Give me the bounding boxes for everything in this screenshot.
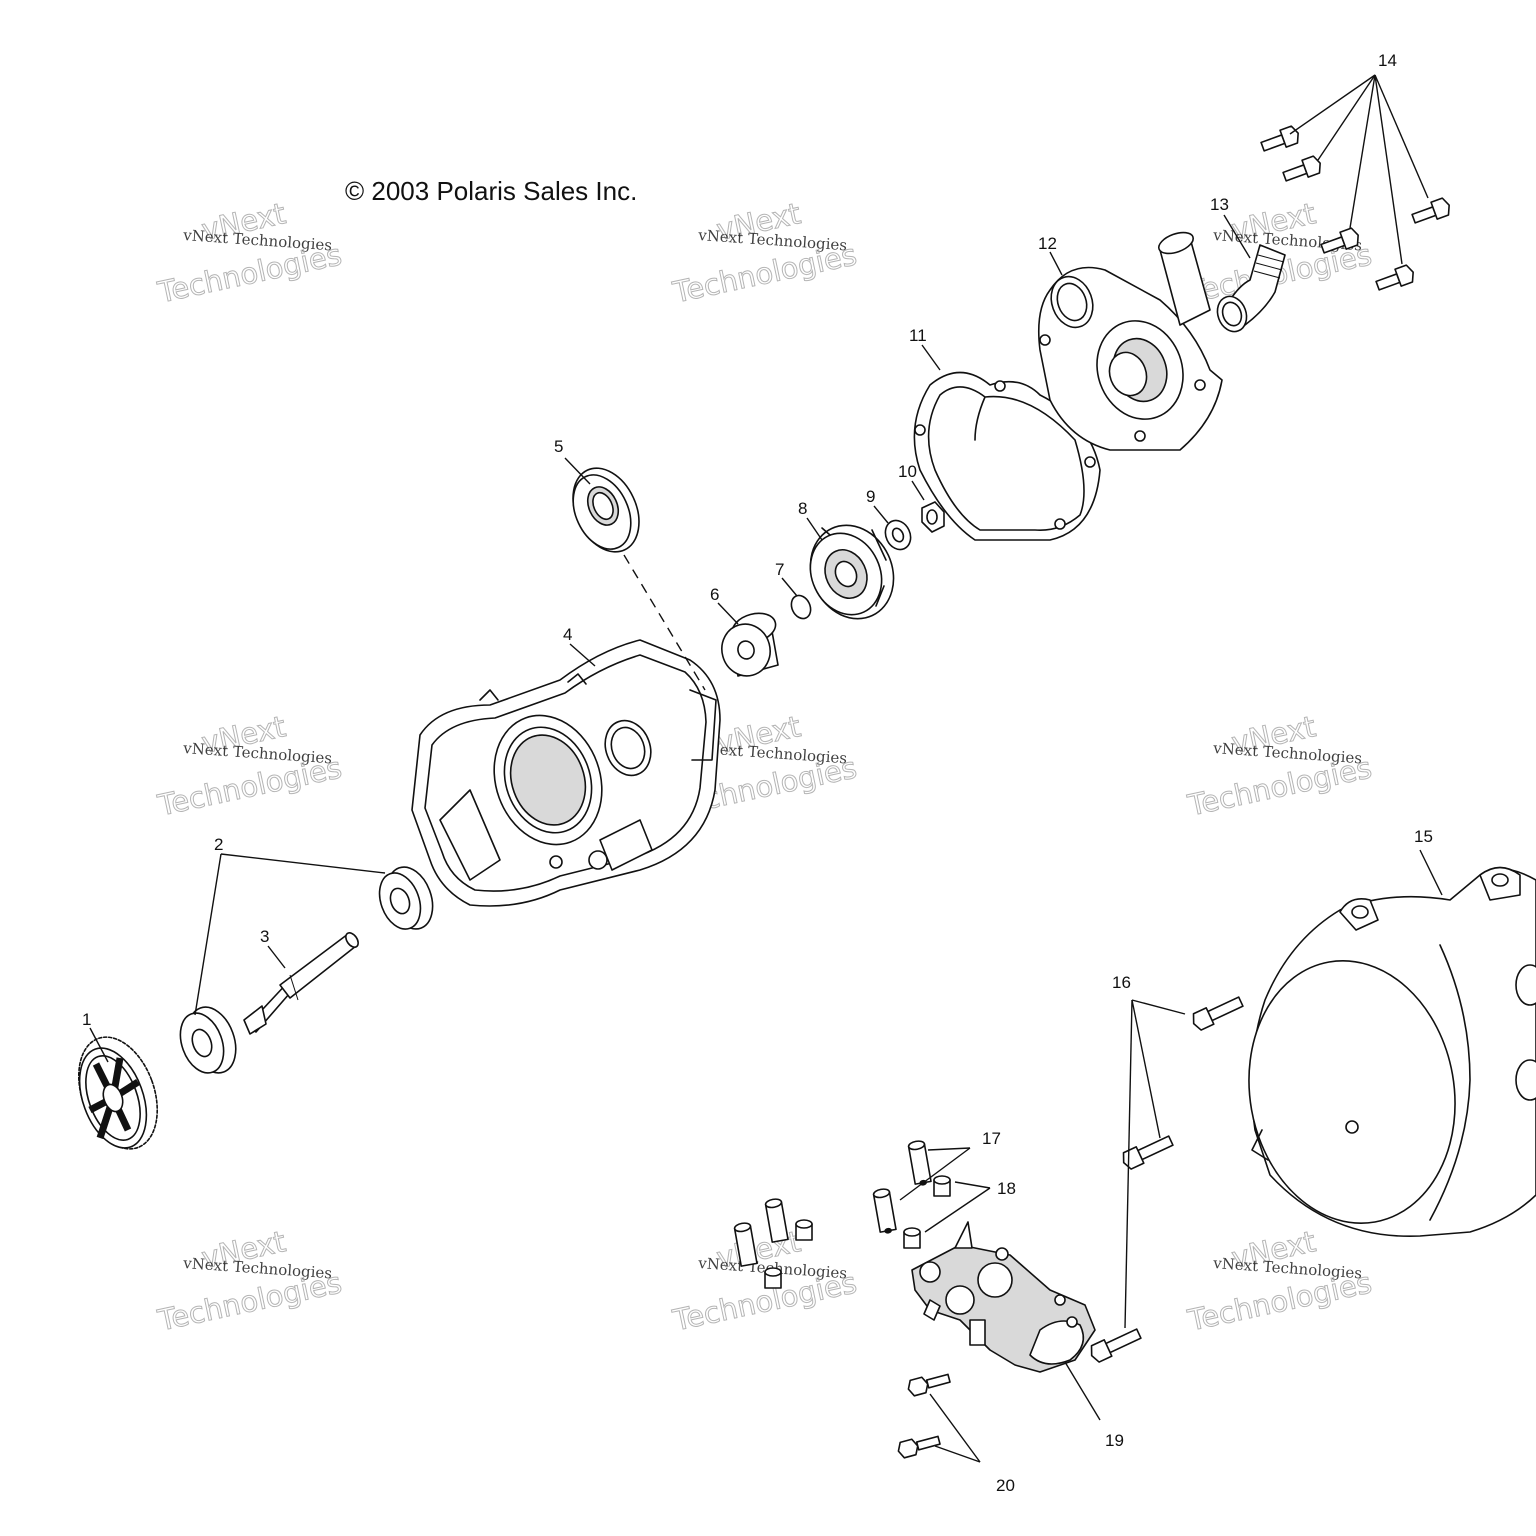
part-4-housing <box>411 639 721 907</box>
part-13-hose-elbow <box>1216 244 1286 333</box>
part-16-bolts <box>1090 996 1244 1363</box>
callout-8: 8 <box>798 499 807 518</box>
part-1-gear <box>77 1036 159 1150</box>
watermark: vNext vNext Technologies Technologies <box>1184 709 1375 823</box>
part-15-crankcase-cover <box>1248 866 1536 1238</box>
dashed-alignment-line <box>623 554 706 691</box>
copyright-notice: © 2003 Polaris Sales Inc. <box>345 176 637 206</box>
part-2-bearing-upper <box>378 866 434 930</box>
watermark: vNext vNext Technologies Technologies <box>154 709 345 823</box>
callout-7: 7 <box>775 560 784 579</box>
callout-4: 4 <box>563 625 572 644</box>
part-10-nut <box>921 501 945 533</box>
callout-10: 10 <box>898 462 917 481</box>
part-9-washer <box>884 519 912 551</box>
part-6-spacer <box>721 612 779 677</box>
watermark: vNext vNext Technologies Technologies <box>669 196 860 310</box>
leader-lines <box>89 74 1443 1463</box>
part-3-shaft <box>243 932 359 1035</box>
callout-labels: 1 2 3 4 5 6 7 8 9 10 11 12 13 14 15 16 1… <box>82 51 1433 1495</box>
callout-5: 5 <box>554 437 563 456</box>
callout-6: 6 <box>710 585 719 604</box>
callout-3: 3 <box>260 927 269 946</box>
callout-12: 12 <box>1038 234 1057 253</box>
part-20-bolts <box>897 1373 951 1459</box>
watermark: vNext vNext Technologies Technologies <box>154 1224 345 1338</box>
part-14-bolts <box>1260 125 1450 291</box>
part-2-bearing-lower <box>179 1006 237 1074</box>
watermark: vNext vNext Technologies Technologies <box>1184 1224 1375 1338</box>
callout-9: 9 <box>866 487 875 506</box>
part-8-impeller <box>809 524 895 620</box>
callout-19: 19 <box>1105 1431 1124 1450</box>
part-11-gasket <box>913 371 1101 541</box>
callout-17: 17 <box>982 1129 1001 1148</box>
callout-18: 18 <box>997 1179 1016 1198</box>
part-12-pump-cover <box>1037 231 1223 451</box>
watermark: vNext vNext Technologies Technologies <box>154 196 345 310</box>
part-17-dowel-pins <box>733 1140 932 1267</box>
part-18-bushings <box>764 1175 951 1289</box>
callout-16: 16 <box>1112 973 1131 992</box>
part-19-oil-pump <box>911 1221 1096 1373</box>
callout-20: 20 <box>996 1476 1015 1495</box>
callout-2: 2 <box>214 835 223 854</box>
callout-13: 13 <box>1210 195 1229 214</box>
callout-15: 15 <box>1414 827 1433 846</box>
callout-1: 1 <box>82 1010 91 1029</box>
callout-11: 11 <box>909 326 927 345</box>
part-7-oring <box>790 594 812 620</box>
part-5-seal <box>572 467 640 553</box>
callout-14: 14 <box>1378 51 1397 70</box>
